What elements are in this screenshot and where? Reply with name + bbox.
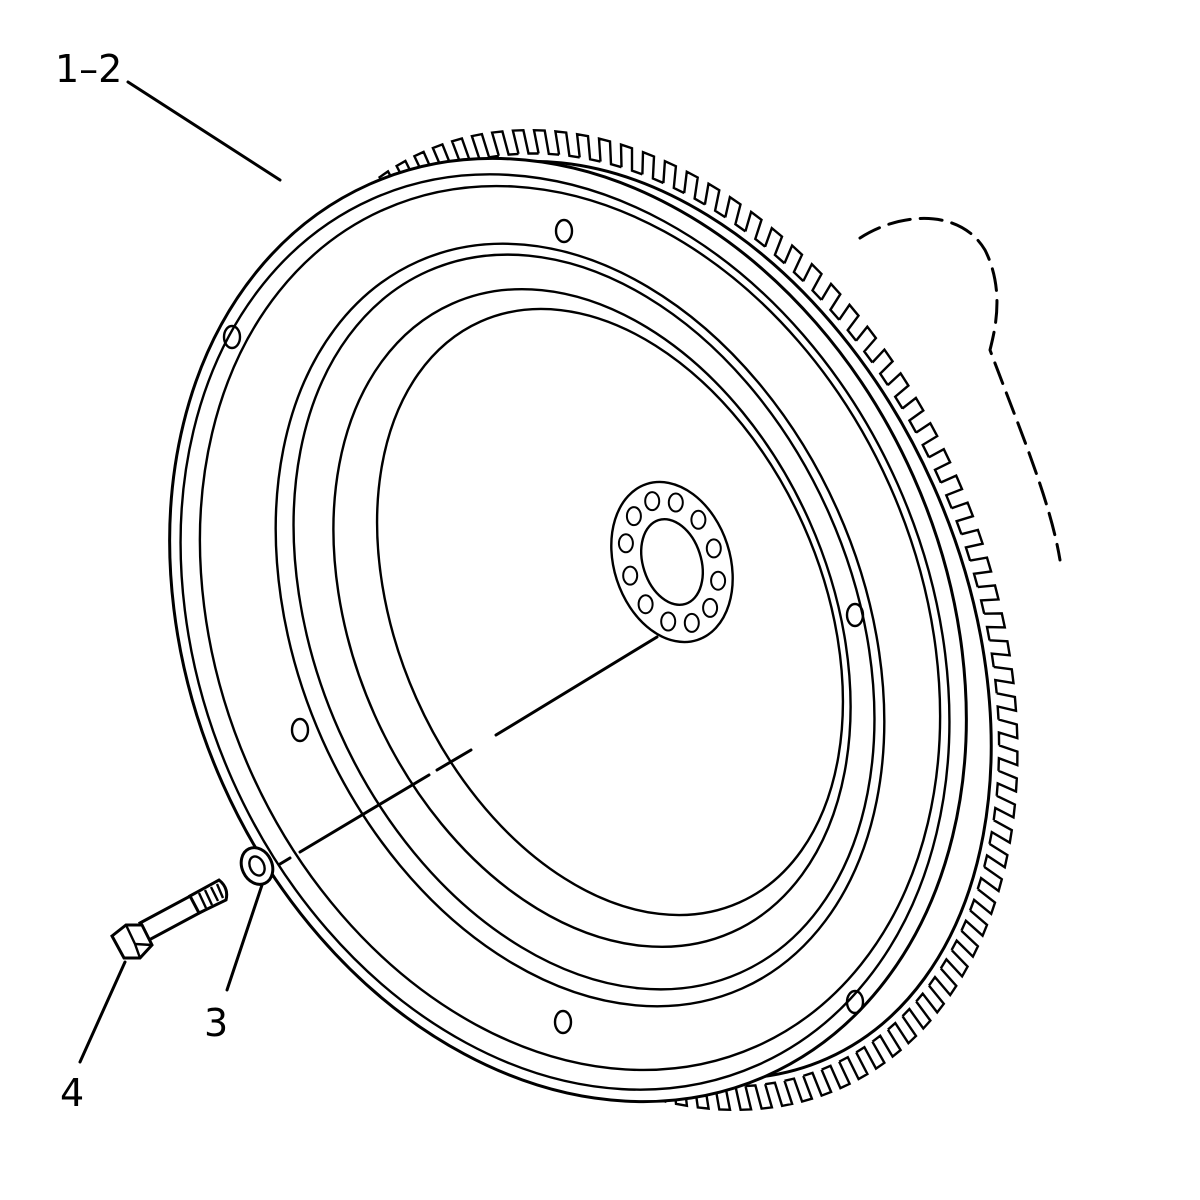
mounting-hole xyxy=(222,324,242,350)
crank-bolt-hole xyxy=(617,533,634,554)
mounting-hole xyxy=(845,989,865,1015)
leader-line-1-2 xyxy=(126,80,282,182)
crank-bolt-hole xyxy=(705,538,722,559)
mounting-hole xyxy=(290,717,310,743)
crank-bolt-hole xyxy=(683,612,700,633)
crank-bolt-hole xyxy=(702,597,719,618)
crank-bolt-hole xyxy=(637,594,654,615)
clutch-face-outer-ring xyxy=(274,242,886,1008)
clutch-face-inner-ring xyxy=(292,253,876,991)
flywheel-outer-face xyxy=(168,156,968,1104)
leader-lines xyxy=(78,80,282,1064)
mounting-hole xyxy=(845,602,865,628)
crank-bolt-hole xyxy=(667,492,684,513)
pocket-outer-ring xyxy=(332,287,852,949)
bolt-hex-head xyxy=(110,923,154,960)
mounting-hole xyxy=(553,1009,573,1035)
assembly-centerline xyxy=(278,635,659,866)
washer xyxy=(239,846,275,886)
crank-bolt-holes xyxy=(617,491,727,633)
mounting-pad xyxy=(610,480,734,644)
flywheel xyxy=(168,156,993,1104)
callout-4: 4 xyxy=(60,1071,84,1115)
leader-line-3 xyxy=(225,883,264,992)
crank-bolt-hole xyxy=(690,509,707,530)
flywheel-rim-edge xyxy=(179,173,951,1091)
pilot-bore xyxy=(640,518,704,606)
cover-bolt-holes xyxy=(222,218,865,1035)
crankshaft-bolt-pattern xyxy=(610,480,734,644)
leader-line-4 xyxy=(78,960,127,1064)
bolt xyxy=(110,878,229,960)
hub-phantom-outline xyxy=(858,216,1062,562)
crank-bolt-hole xyxy=(622,565,639,586)
crank-bolt-hole xyxy=(660,611,677,632)
flywheel-face-edge xyxy=(198,184,942,1072)
mounting-hole xyxy=(554,218,574,244)
callout-3: 3 xyxy=(204,1001,228,1045)
callout-1-2: 1–2 xyxy=(55,47,122,91)
crank-bolt-hole xyxy=(625,506,642,527)
pocket-inner-ring xyxy=(375,307,845,917)
crank-bolt-hole xyxy=(644,491,661,512)
crank-bolt-hole xyxy=(710,570,727,591)
